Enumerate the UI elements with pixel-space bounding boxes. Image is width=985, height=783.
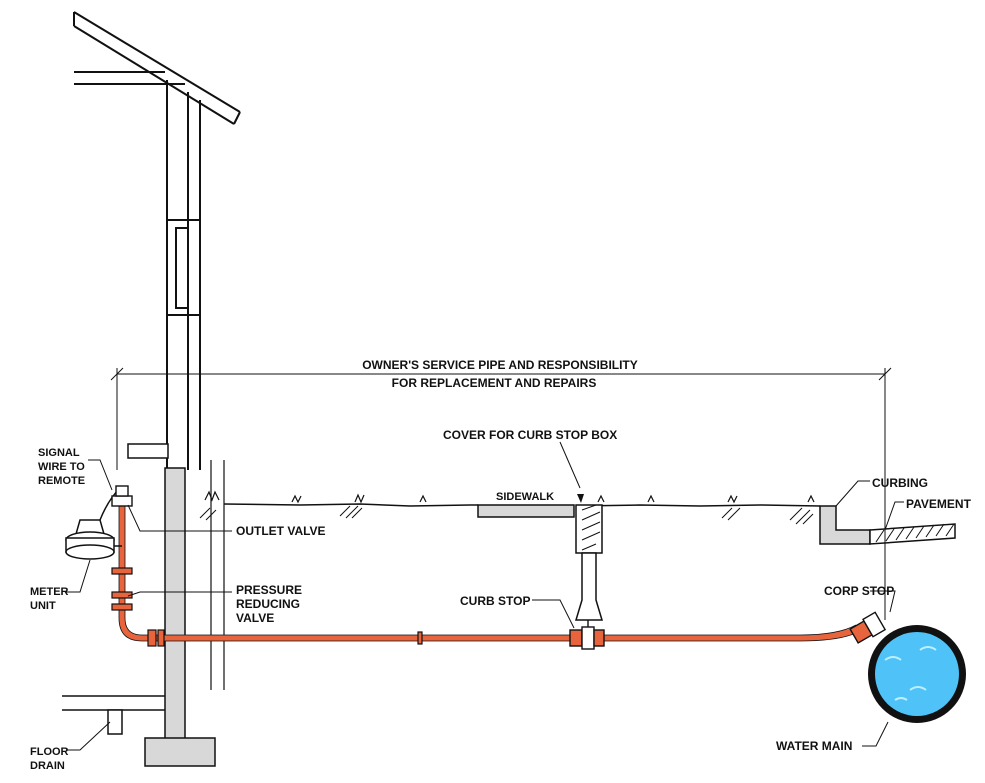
window-sill [127,443,169,459]
curb-stop-valve [569,620,605,650]
sidewalk-label: SIDEWALK [496,491,554,503]
ground-line [223,503,821,507]
curb-stop-label: CURB STOP [460,594,530,608]
soil-hatch [199,505,814,525]
floor-drain-label-2: DRAIN [30,760,65,772]
leader-lines [66,441,904,751]
water-main [868,625,966,723]
cover-arrow [577,494,584,503]
pipe-fittings [111,567,423,647]
outlet-valve [111,485,133,507]
curbing-label: CURBING [872,476,928,490]
outlet-valve-label: OUTLET VALVE [236,524,326,538]
service-pipe [119,502,861,641]
sidewalk-slab [477,504,575,518]
prv-label-3: VALVE [236,611,274,625]
prv-label-1: PRESSURE [236,583,302,597]
corp-stop-label: CORP STOP [824,584,894,598]
signal-label-2: WIRE TO [38,461,85,473]
meter-label-1: METER [30,586,69,598]
exterior-wall-line [210,460,225,690]
signal-label-3: REMOTE [38,475,85,487]
water-main-label: WATER MAIN [776,739,852,753]
corp-stop [849,611,887,644]
owner-label-line1: OWNER'S SERVICE PIPE AND RESPONSIBILITY [362,358,638,372]
grass-tufts [204,490,815,504]
foundation-wall [144,467,216,767]
floor-slab [62,695,165,735]
owner-label-line2: FOR REPLACEMENT AND REPAIRS [392,376,597,390]
cover-label: COVER FOR CURB STOP BOX [443,428,617,442]
curb-stop-box [574,504,604,621]
pavement [869,523,956,545]
roof [73,11,241,125]
meter-unit [65,487,122,560]
service-pipe-outline [118,505,861,642]
floor-drain-label-1: FLOOR [30,746,69,758]
house-wall [166,80,201,470]
meter-label-2: UNIT [30,600,56,612]
signal-label-1: SIGNAL [38,447,80,459]
dimension-line [110,367,892,620]
curbing [819,505,871,545]
prv-label-2: REDUCING [236,597,300,611]
pavement-label: PAVEMENT [906,497,972,511]
